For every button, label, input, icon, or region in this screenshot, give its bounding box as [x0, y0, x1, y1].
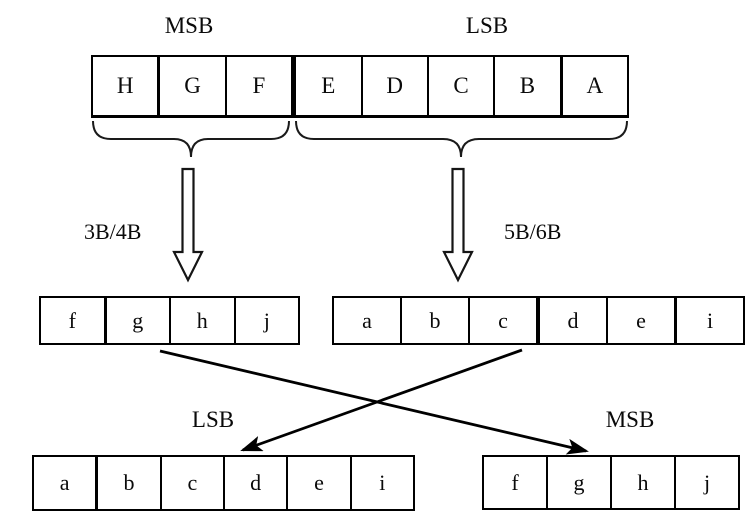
encoded-6b-subblock: a b c d e i: [332, 296, 745, 345]
bit-cell-g: g: [103, 298, 170, 343]
bit-cell-f: f: [68, 307, 76, 333]
msb-underbrace-icon: [92, 120, 290, 158]
bit-cell-a: a: [362, 307, 372, 333]
bit-cell-b: b: [95, 457, 159, 509]
bit-cell-d: d: [536, 298, 606, 343]
bit-cell-C: C: [426, 57, 493, 115]
top-lsb-label: LSB: [465, 13, 509, 38]
bit-cell-E: E: [291, 57, 360, 115]
bit-cell-b: b: [400, 298, 468, 343]
bit-cell-h: h: [610, 457, 674, 508]
input-byte-register: H G F E D C B A: [91, 55, 629, 118]
bottom-msb-label: MSB: [605, 407, 655, 432]
bit-cell-H: H: [116, 73, 134, 98]
bit-cell-e: e: [606, 298, 674, 343]
encoded-4b-subblock: f g h j: [39, 296, 300, 345]
bit-cell-j: j: [674, 457, 738, 508]
bit-cell-c: c: [468, 298, 536, 343]
bit-cell-e: e: [286, 457, 349, 509]
encoder-5b6b-label: 5B/6B: [504, 219, 562, 244]
bit-cell-F: F: [224, 57, 291, 115]
output-lsb-register: a b c d e i: [32, 455, 415, 511]
bit-cell-g: g: [546, 457, 610, 508]
down-arrow-5b6b-icon: [442, 167, 474, 283]
bit-cell-j: j: [233, 298, 299, 343]
bit-cell-a: a: [59, 470, 70, 495]
bit-cell-f: f: [511, 469, 519, 495]
output-msb-register: f g h j: [482, 455, 740, 510]
down-arrow-3b4b-icon: [172, 167, 204, 283]
bit-cell-c: c: [159, 457, 223, 509]
encoder-3b4b-label: 3B/4B: [84, 219, 142, 244]
top-msb-label: MSB: [164, 13, 214, 38]
bit-cell-A: A: [559, 57, 627, 115]
bit-cell-i: i: [349, 457, 413, 509]
bit-cell-B: B: [493, 57, 559, 115]
lsb-underbrace-icon: [295, 120, 628, 158]
bit-cell-h: h: [169, 298, 234, 343]
cross-arrow-to-msb-icon: [159, 349, 589, 455]
bit-cell-d: d: [222, 457, 286, 509]
bit-cell-D: D: [360, 57, 427, 115]
bottom-lsb-label: LSB: [191, 407, 235, 432]
bit-cell-i: i: [674, 298, 743, 343]
cross-arrow-to-lsb-icon: [240, 348, 523, 452]
bit-cell-G: G: [157, 57, 224, 115]
